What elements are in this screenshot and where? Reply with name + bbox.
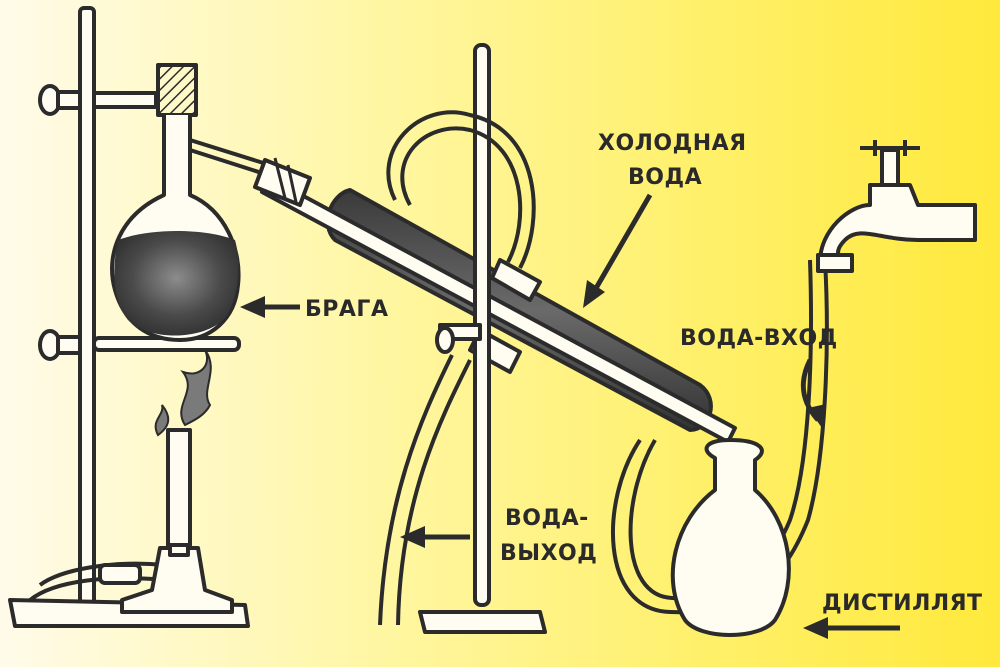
flame (154, 349, 212, 437)
label-braga: БРАГА (305, 297, 388, 322)
boiling-flask (110, 63, 293, 342)
flask-liquid (114, 231, 239, 336)
label-cold-water-line1: ХОЛОДНАЯ (598, 131, 747, 156)
label-distillate: ДИСТИЛЛЯТ (822, 591, 983, 616)
arrow-braga (240, 296, 300, 318)
faucet (816, 140, 977, 273)
middle-stand-base (418, 610, 547, 634)
arrow-water-out (400, 526, 470, 548)
middle-stand (418, 43, 547, 634)
burner (28, 428, 234, 614)
receiving-flask (670, 438, 791, 637)
upper-clamp (38, 84, 158, 116)
left-stand-rod (78, 6, 96, 610)
lower-clamp (38, 329, 241, 361)
condenser (253, 157, 737, 444)
arrow-cold-water (583, 193, 653, 308)
label-water-in: ВОДА-ВХОД (680, 326, 838, 351)
flask-stopper (156, 63, 198, 117)
arrow-distillate (803, 617, 900, 639)
arrow-water-in (800, 358, 826, 428)
arrows (240, 193, 900, 639)
label-water-out-line2: ВЫХОД (500, 541, 597, 566)
water-out-hose (378, 110, 536, 626)
label-water-out-line1: ВОДА- (505, 506, 589, 531)
label-cold-water-line2: ВОДА (628, 165, 702, 190)
